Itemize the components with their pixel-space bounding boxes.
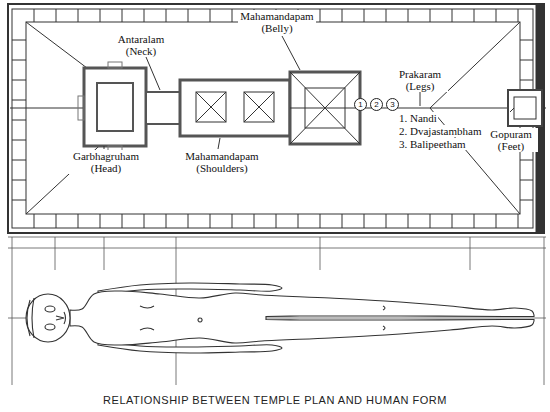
- part-label: 2. Dvajastambham: [398, 125, 482, 137]
- callout-number: 1: [354, 98, 367, 111]
- callout-number: 3: [386, 98, 399, 111]
- callout-number: 2: [370, 98, 383, 111]
- part-label: Gopuram (Feet): [484, 128, 538, 152]
- caption: RELATIONSHIP BETWEEN TEMPLE PLAN AND HUM…: [0, 394, 550, 406]
- part-label: Mahamandapam (Belly): [238, 10, 316, 34]
- part-label: Prakaram (Legs): [392, 68, 448, 92]
- part-label: Antaralam (Neck): [112, 33, 170, 57]
- part-label: 3. Balipeetham: [398, 138, 467, 150]
- part-label: Mahamandapam (Shoulders): [176, 150, 268, 174]
- part-label: 1. Nandi: [398, 112, 438, 124]
- part-label: Garbhagruham (Head): [60, 150, 152, 174]
